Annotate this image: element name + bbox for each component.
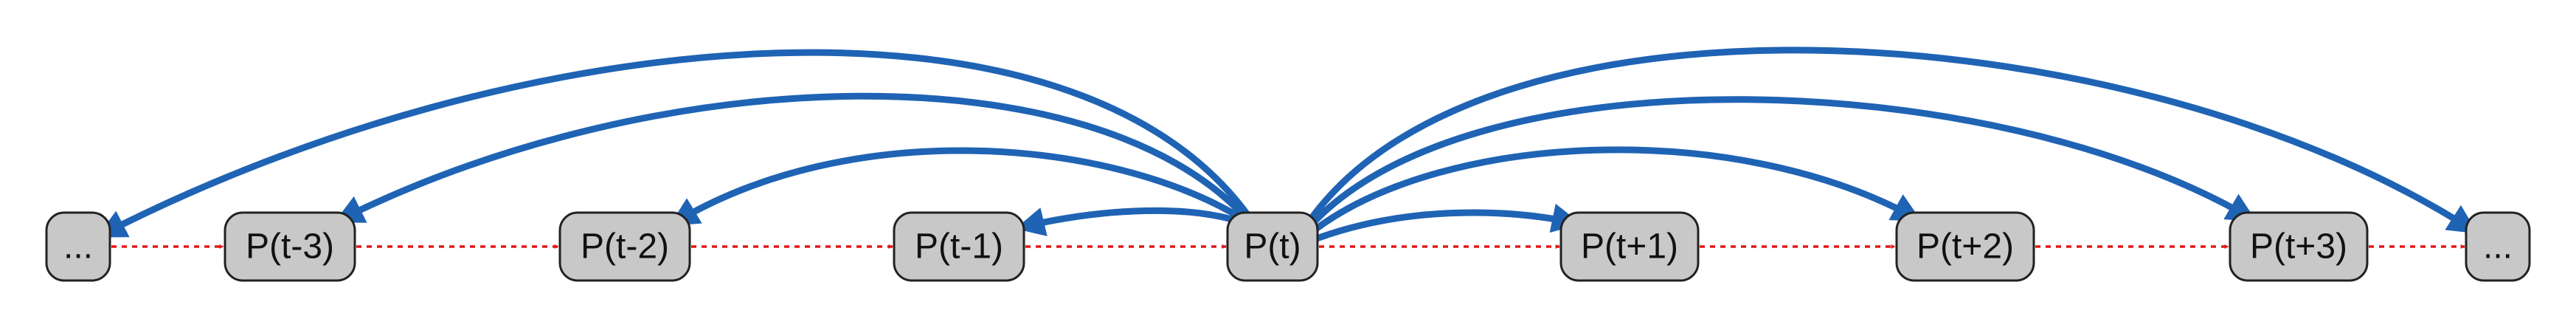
node-p-t: P(t) (1226, 211, 1319, 282)
node-p-t-minus-3: P(t-3) (224, 211, 356, 282)
node-right-ellipsis: ... (2465, 211, 2531, 282)
node-p-t-plus-1: P(t+1) (1559, 211, 1700, 282)
node-p-t-plus-2: P(t+2) (1895, 211, 2035, 282)
node-p-t-minus-1: P(t-1) (893, 211, 1025, 282)
link-edge (96, 49, 1252, 238)
node-p-t-minus-2: P(t-2) (558, 211, 691, 282)
node-label: P(t+3) (2250, 227, 2347, 267)
node-label: ... (63, 227, 93, 267)
node-left-ellipsis: ... (45, 211, 111, 282)
node-label: P(t+1) (1581, 227, 1678, 267)
link-edge (669, 147, 1246, 227)
node-label: P(t-2) (581, 227, 669, 267)
link-edge (1306, 47, 2478, 234)
link-edges (96, 47, 2478, 241)
link-edge (1309, 96, 2257, 227)
node-label: P(t-3) (246, 227, 334, 267)
node-label: ... (2483, 227, 2513, 267)
node-label: P(t) (1244, 227, 1301, 267)
node-p-t-plus-3: P(t+3) (2229, 211, 2369, 282)
link-edge (1312, 146, 1922, 233)
link-edge (1015, 207, 1243, 237)
nodes: ... P(t-3) P(t-2) P(t-1) P(t) P(t+1) P(t… (45, 211, 2531, 282)
node-label: P(t+2) (1917, 227, 2014, 267)
node-label: P(t-1) (915, 227, 1003, 267)
link-edge (333, 92, 1249, 224)
link-edge (1315, 203, 1582, 241)
